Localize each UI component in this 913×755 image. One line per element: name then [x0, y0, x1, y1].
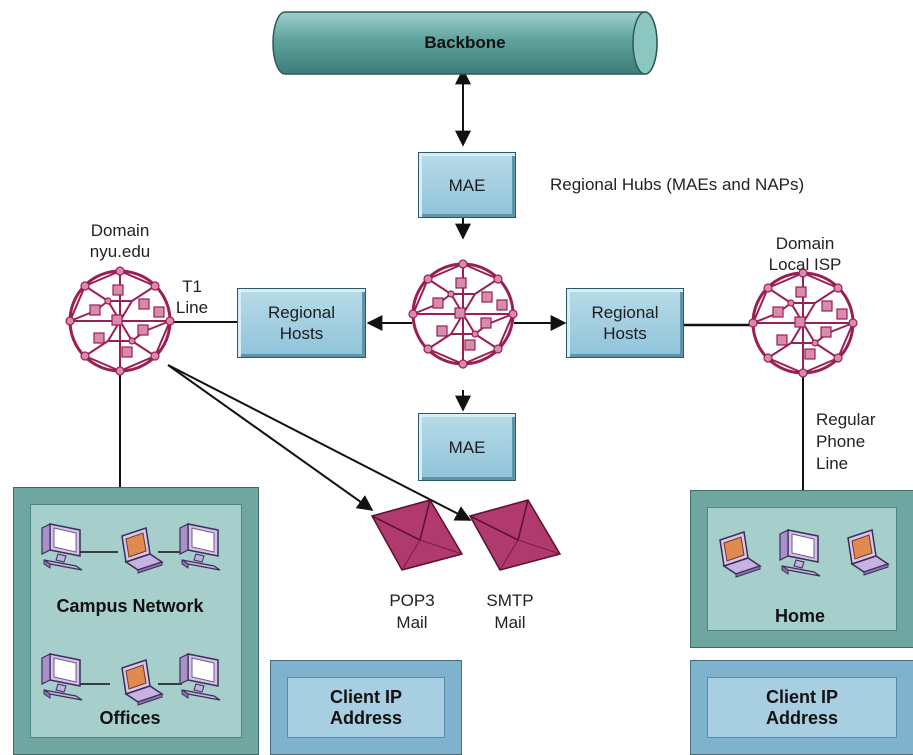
client-ip-box-2: Client IP Address [690, 660, 913, 755]
client-ip-label-2: Client IP Address [765, 686, 839, 728]
mae-bottom-label: MAE [448, 437, 486, 457]
smtp-link [167, 364, 472, 521]
regional-hosts-right-label: Regional Hosts [591, 303, 659, 343]
hubs-label: Regional Hubs (MAEs and NAPs) [550, 175, 805, 194]
campus-network-label: Campus Network [56, 596, 204, 616]
domain-left-label: Domain nyu.edu [89, 221, 151, 261]
home-label: Home [774, 606, 825, 626]
client-ip-box-1: Client IP Address [270, 660, 462, 755]
desktop-computer-icon [779, 529, 821, 577]
pop3-link [167, 364, 374, 511]
domain-right-label: Domain Local ISP [768, 234, 842, 274]
laptop-icon [719, 531, 761, 578]
t1-line-label: T1 Line [175, 277, 209, 317]
phone-line-label: Regular Phone Line [816, 410, 876, 473]
client-ip-box-2-inner: Client IP Address [707, 677, 897, 738]
regional-hosts-left-box: Regional Hosts [237, 288, 366, 358]
pop3-label: POP3 Mail [389, 591, 435, 632]
client-ip-box-1-inner: Client IP Address [287, 677, 445, 738]
smtp-label: SMTP Mail [486, 591, 534, 632]
regional-hosts-right-box: Regional Hosts [566, 288, 684, 358]
backbone-cylinder [272, 11, 658, 75]
mae-bottom-box: MAE [418, 413, 516, 481]
laptop-icon [847, 529, 889, 576]
connection-lines [119, 68, 804, 521]
regional-hosts-left-label: Regional Hosts [267, 303, 336, 343]
backbone-label: Backbone [424, 33, 506, 52]
offices-label: Offices [99, 708, 161, 728]
client-ip-label-1: Client IP Address [329, 686, 403, 728]
mae-top-label: MAE [448, 175, 486, 195]
mae-top-box: MAE [418, 152, 516, 218]
